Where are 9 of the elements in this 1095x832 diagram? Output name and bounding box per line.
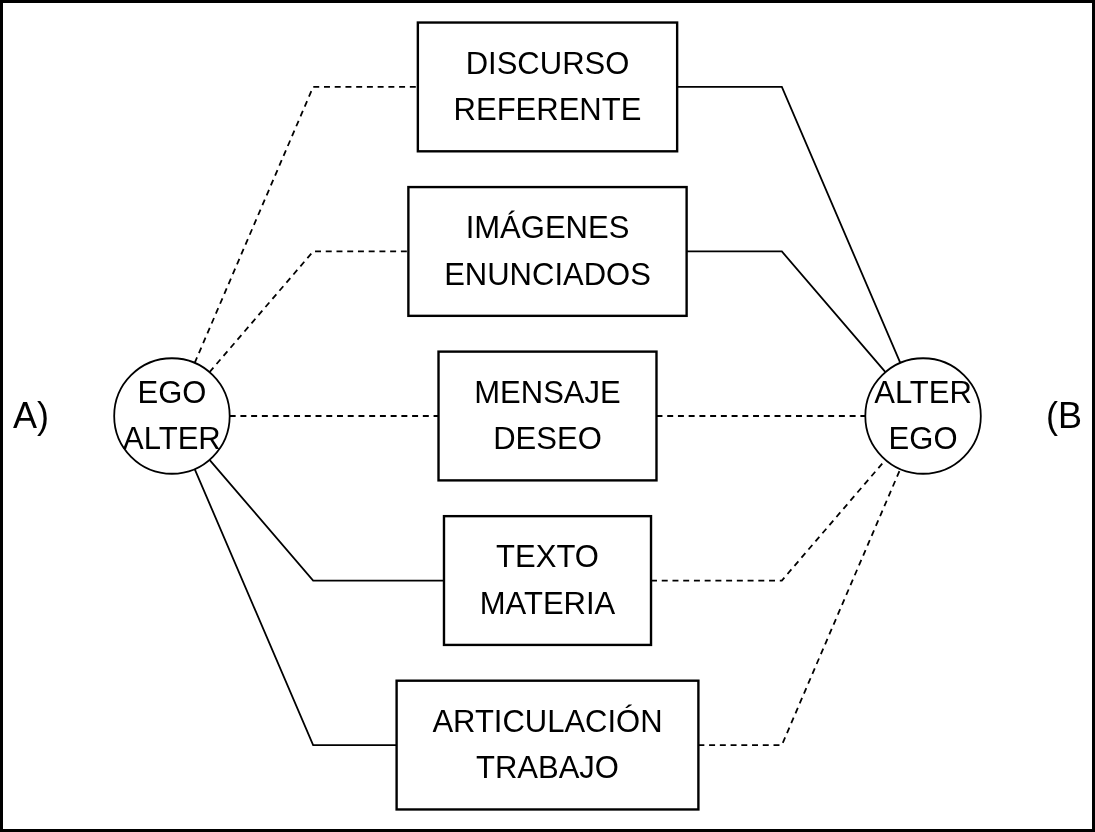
node-box: ARTICULACIÓN TRABAJO: [395, 679, 700, 811]
node-circle: EGO ALTER: [113, 357, 231, 475]
side-label: A): [13, 395, 49, 437]
node-box: IMÁGENES ENUNCIADOS: [407, 185, 688, 318]
node-box: DISCURSO REFERENTE: [416, 21, 679, 153]
node-circle: ALTER EGO: [864, 357, 982, 475]
side-label: (B: [1046, 395, 1082, 437]
node-box: MENSAJE DESEO: [437, 350, 658, 482]
node-box: TEXTO MATERIA: [442, 514, 653, 647]
